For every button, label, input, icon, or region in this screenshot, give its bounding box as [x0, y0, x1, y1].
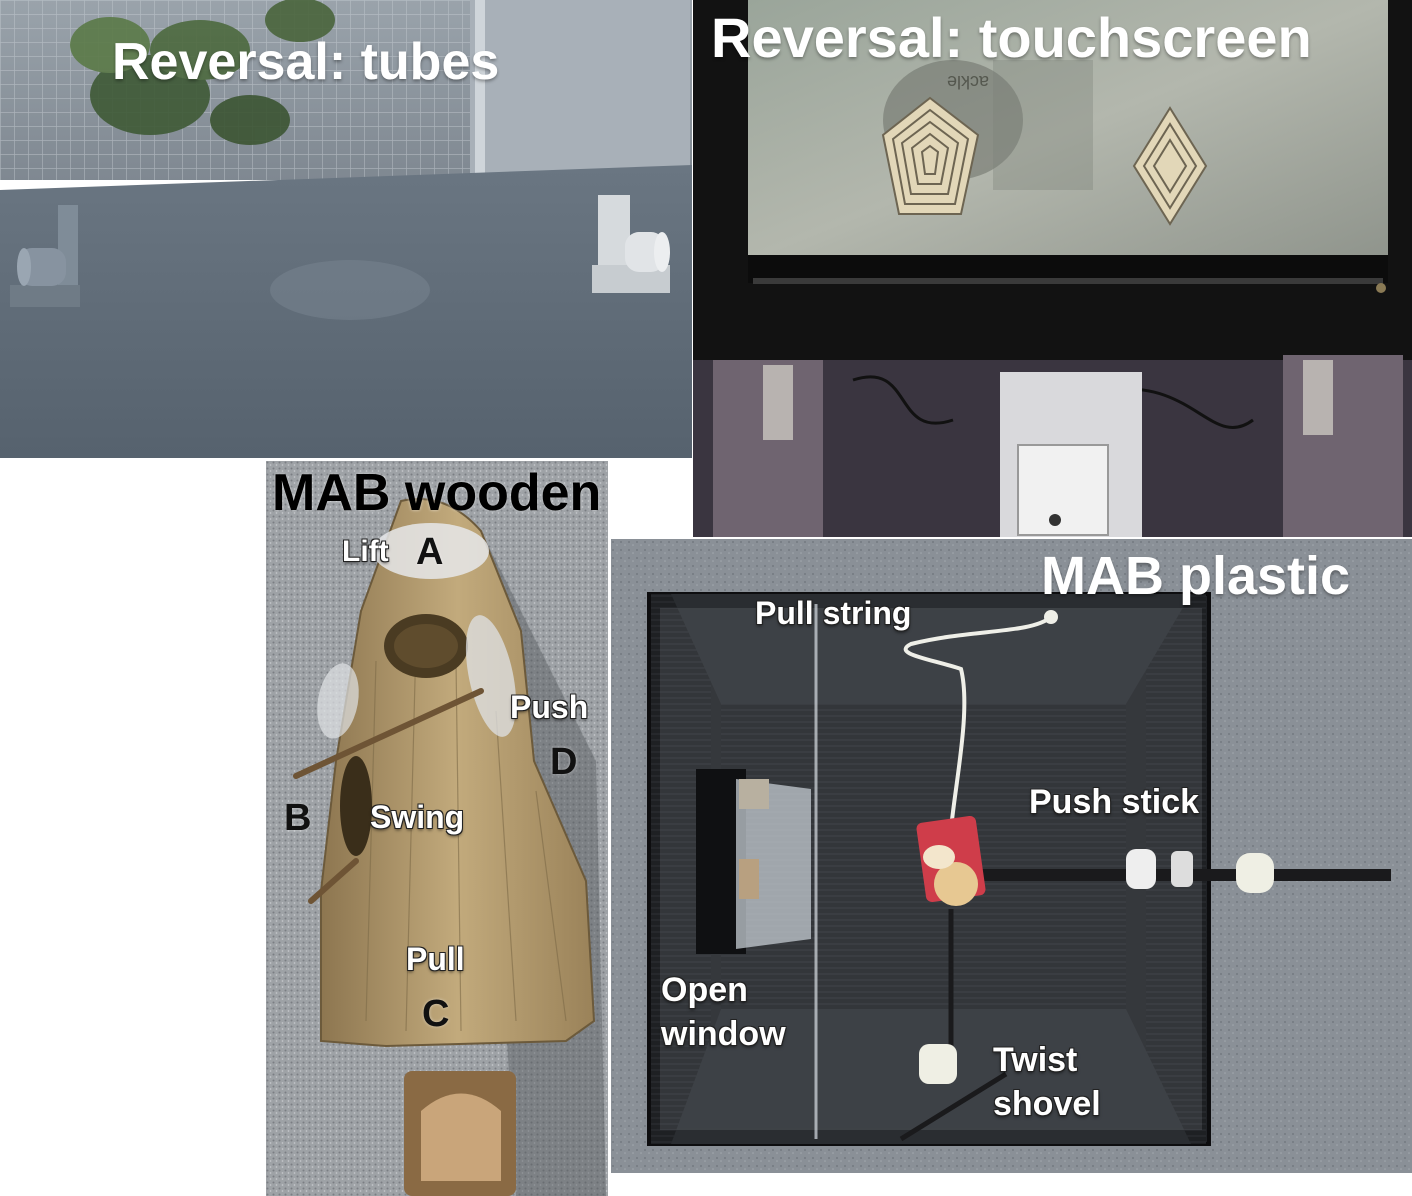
letter-d-label: D: [550, 741, 578, 783]
push-stick-label: Push stick: [1029, 783, 1200, 821]
tubes-panel-title: Reversal: tubes: [112, 33, 500, 91]
food-hopper-shape: [1000, 372, 1142, 537]
pentagon-stimulus-icon: [881, 96, 980, 215]
push-stick-shape: [981, 849, 1391, 893]
tubes-photo-panel: Reversal: tubes: [0, 0, 692, 458]
plant-shape: [70, 0, 335, 145]
letter-b-label: B: [284, 797, 312, 839]
mab-plastic-photo-panel: MAB plastic Pull string Push stick Open …: [611, 539, 1412, 1173]
pull-label: Pull: [406, 941, 465, 977]
swing-paddle-shape: [317, 663, 359, 739]
push-paddle-shape: [465, 615, 517, 737]
screen-reflection-text: ackle: [947, 72, 989, 92]
touchscreen-panel-title: Reversal: touchscreen: [711, 6, 1312, 69]
pull-string-shape: [903, 615, 1053, 830]
touchscreen-display: [748, 0, 1388, 260]
touchscreen-photo-panel: ackle Reversal: touchsc: [693, 0, 1412, 537]
right-tube-shape: [592, 195, 670, 293]
swing-label: Swing: [370, 799, 465, 835]
lift-lid-shape: [373, 523, 489, 579]
mab-wooden-panel-title: MAB wooden: [272, 464, 602, 522]
twist-shovel-label-line1: Twist: [993, 1041, 1078, 1079]
mab-wooden-photo-panel: MAB wooden Lift A Push D B Swing Pull C: [266, 461, 608, 1196]
letter-a-label: A: [416, 531, 444, 573]
lift-label: Lift: [342, 535, 389, 568]
pull-string-label: Pull string: [755, 595, 912, 631]
tubes-photo: [0, 0, 692, 458]
diamond-stimulus-icon: [1132, 106, 1208, 226]
twist-shovel-label-line2: shovel: [993, 1085, 1101, 1123]
mab-wooden-photo: [266, 461, 608, 1196]
open-window-label-line2: window: [661, 1015, 786, 1053]
touchscreen-photo: ackle: [693, 0, 1412, 537]
mab-plastic-photo: [611, 539, 1412, 1173]
open-window-shape: [696, 769, 811, 954]
left-tube-shape: [10, 205, 80, 307]
push-label: Push: [510, 689, 589, 725]
reward-token-shape: [916, 815, 986, 906]
mab-plastic-panel-title: MAB plastic: [1041, 546, 1351, 606]
open-window-label-line1: Open: [661, 971, 748, 1009]
twist-shovel-shape: [899, 909, 1008, 1142]
wooden-cup-shape: [404, 1071, 516, 1196]
letter-c-label: C: [422, 993, 450, 1035]
